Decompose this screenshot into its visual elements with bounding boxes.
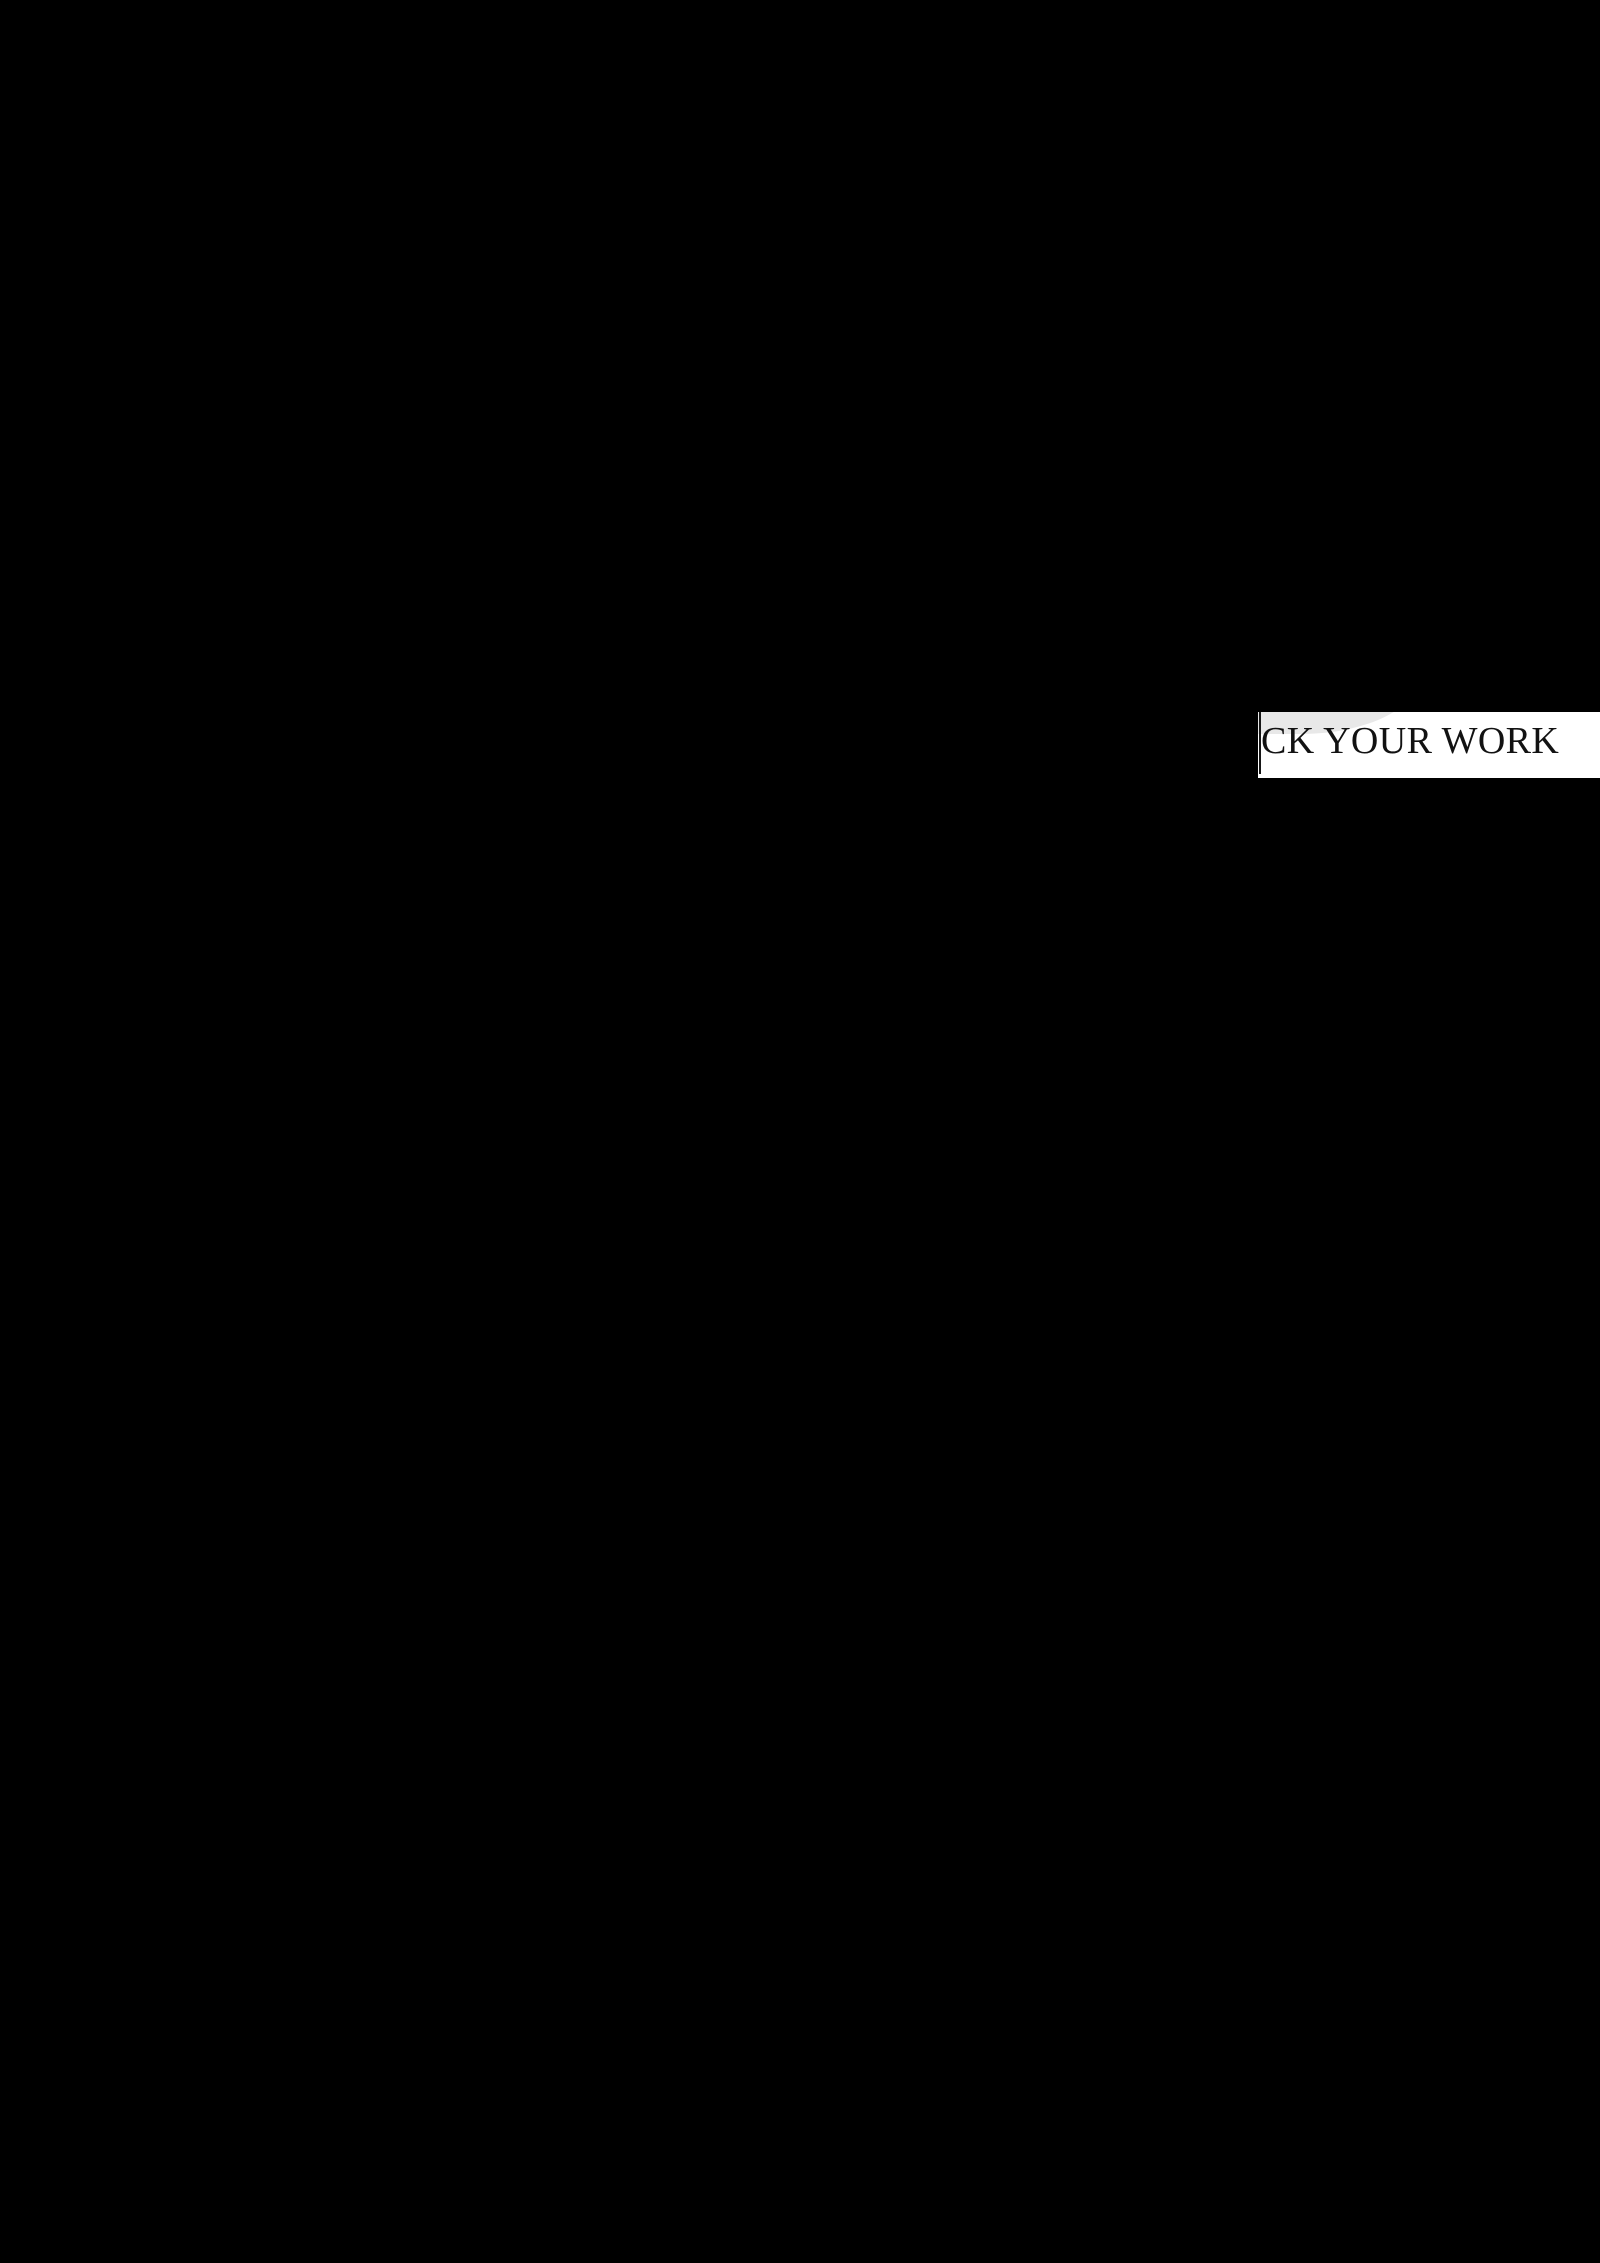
panel-heading-text: CK YOUR WORK	[1261, 720, 1560, 762]
clipped-text-panel[interactable]: CK YOUR WORK	[1258, 712, 1600, 778]
left-edge-rule	[1259, 712, 1261, 774]
